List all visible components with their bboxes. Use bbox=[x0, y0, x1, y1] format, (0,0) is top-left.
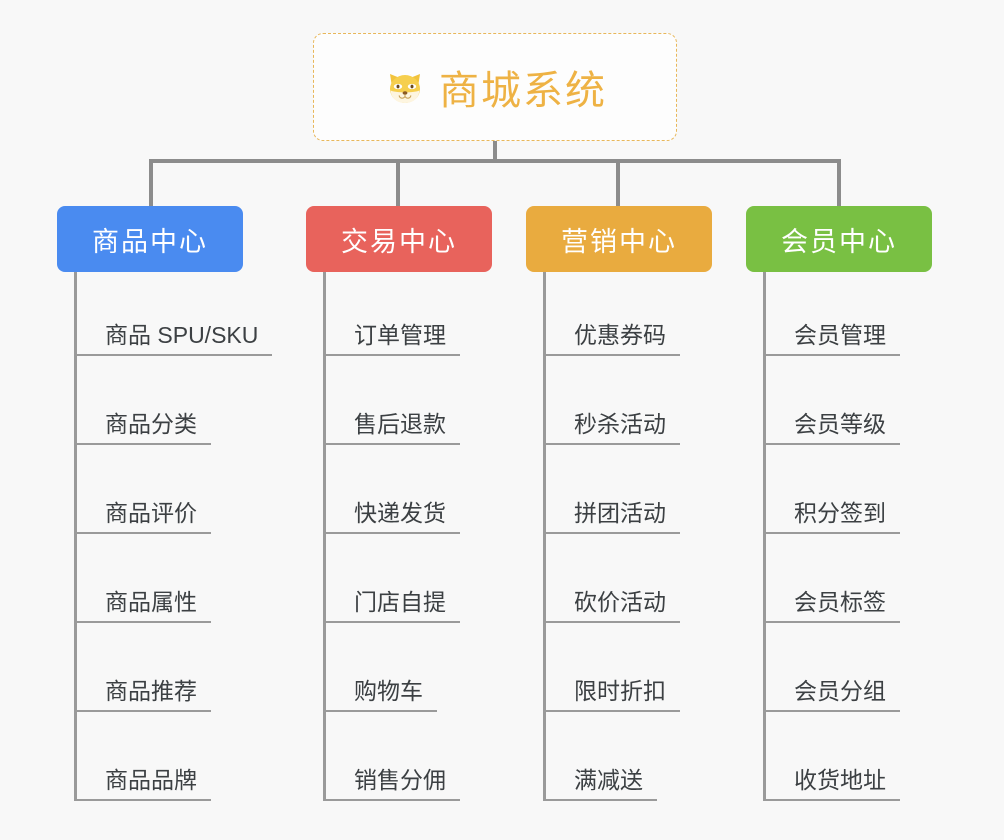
leaf-item-label: 会员等级 bbox=[794, 411, 886, 437]
category-box-product[interactable]: 商品中心 bbox=[57, 206, 243, 272]
branch-trunk-line bbox=[763, 272, 766, 801]
leaf-item-underline bbox=[74, 443, 211, 445]
leaf-item-underline bbox=[763, 621, 900, 623]
leaf-item-underline bbox=[323, 621, 460, 623]
branch-trunk-line bbox=[74, 272, 77, 801]
leaf-item-label: 收货地址 bbox=[794, 767, 886, 793]
category-box-marketing[interactable]: 营销中心 bbox=[526, 206, 712, 272]
connector-drop-4 bbox=[837, 159, 841, 206]
root-title: 商城系统 bbox=[439, 69, 607, 113]
category-label: 商品中心 bbox=[92, 226, 208, 257]
leaf-item-label: 商品品牌 bbox=[105, 767, 197, 793]
connector-drop-1 bbox=[149, 159, 153, 206]
leaf-item-label: 购物车 bbox=[354, 678, 423, 704]
leaf-item-label: 砍价活动 bbox=[574, 589, 666, 615]
leaf-item-label: 商品推荐 bbox=[105, 678, 197, 704]
category-box-trade[interactable]: 交易中心 bbox=[306, 206, 492, 272]
leaf-item-label: 门店自提 bbox=[354, 589, 446, 615]
leaf-item-underline bbox=[323, 354, 460, 356]
leaf-item-underline bbox=[74, 621, 211, 623]
leaf-item-underline bbox=[543, 532, 680, 534]
leaf-item-label: 商品分类 bbox=[105, 411, 197, 437]
leaf-item-underline bbox=[74, 710, 211, 712]
leaf-item-label: 满减送 bbox=[574, 767, 643, 793]
category-box-member[interactable]: 会员中心 bbox=[746, 206, 932, 272]
leaf-item-underline bbox=[74, 532, 211, 534]
leaf-item-label: 快递发货 bbox=[354, 500, 446, 526]
shiba-dog-face-icon bbox=[383, 65, 427, 109]
leaf-item-label: 优惠券码 bbox=[574, 322, 666, 348]
leaf-item-label: 会员管理 bbox=[794, 322, 886, 348]
leaf-item-label: 订单管理 bbox=[354, 322, 446, 348]
category-label: 会员中心 bbox=[781, 226, 897, 257]
connector-drop-3 bbox=[616, 159, 620, 206]
leaf-item-label: 销售分佣 bbox=[354, 767, 446, 793]
leaf-item-underline bbox=[763, 710, 900, 712]
root-node[interactable]: 商城系统 bbox=[313, 33, 677, 141]
leaf-item-underline bbox=[74, 799, 211, 801]
leaf-item-underline bbox=[763, 354, 900, 356]
leaf-item-underline bbox=[323, 532, 460, 534]
branch-trunk-line bbox=[543, 272, 546, 801]
leaf-item-underline bbox=[543, 710, 680, 712]
category-label: 营销中心 bbox=[561, 226, 677, 257]
leaf-item-underline bbox=[543, 354, 680, 356]
leaf-item-label: 秒杀活动 bbox=[574, 411, 666, 437]
leaf-item-underline bbox=[543, 621, 680, 623]
leaf-item-underline bbox=[763, 443, 900, 445]
branch-trunk-line bbox=[323, 272, 326, 801]
leaf-item-label: 会员分组 bbox=[794, 678, 886, 704]
leaf-item-label: 限时折扣 bbox=[574, 678, 666, 704]
leaf-item-underline bbox=[323, 443, 460, 445]
leaf-item-label: 售后退款 bbox=[354, 411, 446, 437]
leaf-item-underline bbox=[323, 710, 437, 712]
leaf-item-label: 商品 SPU/SKU bbox=[105, 322, 259, 348]
leaf-item-underline bbox=[763, 799, 900, 801]
leaf-item-underline bbox=[543, 799, 657, 801]
leaf-item-label: 会员标签 bbox=[794, 589, 886, 615]
leaf-item-label: 积分签到 bbox=[794, 500, 886, 526]
leaf-item-underline bbox=[543, 443, 680, 445]
leaf-item-label: 拼团活动 bbox=[574, 500, 666, 526]
connector-horizontal-bus bbox=[149, 159, 837, 163]
category-label: 交易中心 bbox=[341, 226, 457, 257]
leaf-item-underline bbox=[323, 799, 460, 801]
leaf-item-underline bbox=[763, 532, 900, 534]
leaf-item-underline bbox=[74, 354, 272, 356]
leaf-item-label: 商品属性 bbox=[105, 589, 197, 615]
connector-drop-2 bbox=[396, 159, 400, 206]
connector-root-stem bbox=[493, 141, 497, 163]
leaf-item-label: 商品评价 bbox=[105, 500, 197, 526]
